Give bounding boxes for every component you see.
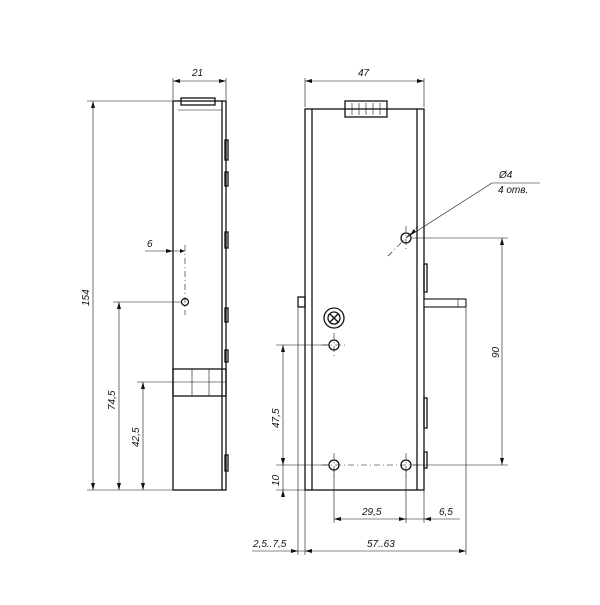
side-feature: [224, 139, 229, 161]
arrow: [180, 249, 185, 253]
screw-slot: [329, 313, 339, 323]
arrow: [91, 101, 95, 108]
dim-front-range-total: 57..63: [367, 539, 395, 550]
side-feature: [224, 171, 229, 187]
arrow: [500, 458, 504, 465]
right-feature: [423, 263, 428, 293]
arrow: [334, 517, 341, 521]
arrow: [305, 79, 312, 83]
arrow: [410, 229, 416, 235]
dim-side-offset: 6: [147, 239, 153, 250]
front-view: 47 Ø4 4 отв. 90 47,5 10 29: [252, 68, 540, 555]
hole-count-label: 4 отв.: [498, 185, 528, 196]
front-view-body: [304, 108, 425, 491]
arrow: [281, 458, 285, 465]
arrow: [399, 517, 406, 521]
side-feature: [224, 231, 229, 249]
right-feature: [423, 451, 428, 469]
dim-side-slot-height: 42,5: [131, 427, 142, 447]
dim-front-vertical-spacing: 90: [491, 346, 502, 358]
dim-side-width: 21: [191, 68, 203, 79]
hole-callout-leader: [405, 182, 493, 239]
dim-front-edge-offset: 6,5: [439, 507, 453, 518]
side-feature: [224, 307, 229, 323]
arrow: [500, 238, 504, 245]
left-tab: [297, 296, 306, 308]
dim-front-range-left: 2,5..7,5: [252, 539, 287, 550]
arrow: [281, 490, 285, 497]
arrow: [141, 483, 145, 490]
screw-head: [323, 307, 345, 329]
top-connector: [344, 100, 388, 118]
arrow: [141, 382, 145, 389]
hole-diameter-label: Ø4: [498, 170, 513, 181]
arrow: [117, 483, 121, 490]
arrow: [305, 549, 312, 553]
locking-pin: [423, 298, 467, 308]
side-view-top-connector: [180, 97, 216, 106]
arrow: [291, 549, 298, 553]
arrow: [424, 517, 431, 521]
arrow: [117, 302, 121, 309]
arrow: [166, 249, 173, 253]
dim-front-upper-hole: 47,5: [271, 408, 282, 428]
arrow: [219, 79, 226, 83]
arrow: [417, 79, 424, 83]
side-view-body: [172, 100, 227, 491]
arrow: [281, 345, 285, 352]
arrow: [91, 483, 95, 490]
side-feature: [224, 349, 229, 363]
right-feature: [423, 397, 428, 429]
arrow: [459, 549, 466, 553]
dim-front-width: 47: [358, 68, 370, 79]
screw-inner: [327, 311, 341, 325]
dim-front-horizontal-spacing: 29,5: [361, 507, 382, 518]
dim-side-height: 154: [81, 289, 92, 306]
side-feature: [224, 454, 229, 472]
arrow: [173, 79, 180, 83]
dim-side-hole-height: 74,5: [107, 390, 118, 410]
side-view-slot: [172, 368, 227, 397]
side-view: 21 154 6 74,5 42,5: [81, 68, 229, 491]
dim-front-bottom-hole: 10: [271, 474, 282, 486]
